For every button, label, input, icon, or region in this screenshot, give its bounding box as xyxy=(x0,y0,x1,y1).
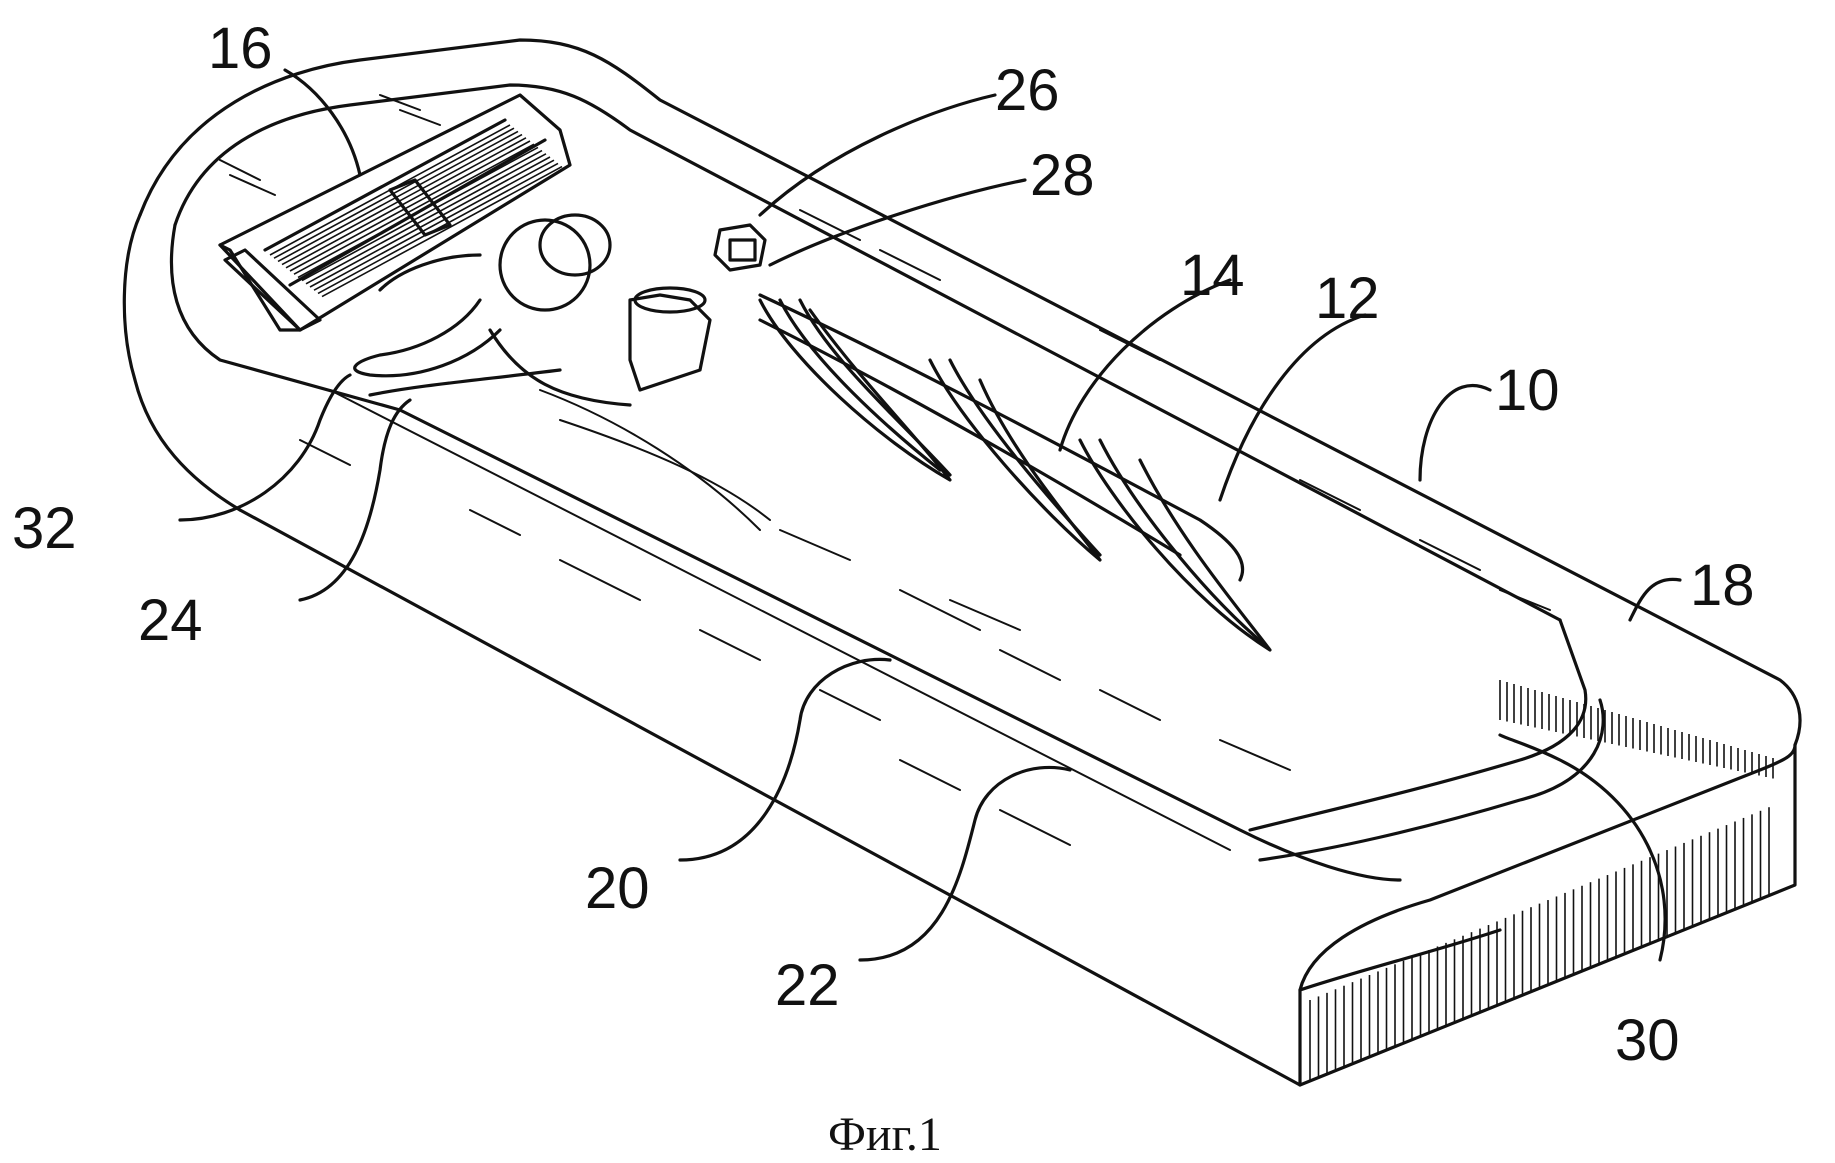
figure-caption: Фиг.1 xyxy=(828,1108,942,1161)
label-30: 30 xyxy=(1615,1008,1680,1073)
label-22: 22 xyxy=(775,953,840,1018)
label-24: 24 xyxy=(138,588,203,653)
label-12: 12 xyxy=(1315,266,1380,331)
reference-labels: 16 26 28 14 12 10 18 32 24 20 22 30 xyxy=(12,16,1755,1073)
blade-line xyxy=(322,167,562,297)
blade-line xyxy=(302,151,542,281)
blade-line xyxy=(286,138,526,268)
label-14: 14 xyxy=(1180,243,1245,308)
label-20: 20 xyxy=(585,856,650,921)
label-32: 32 xyxy=(12,496,77,561)
label-16: 16 xyxy=(208,16,273,81)
label-28: 28 xyxy=(1030,143,1095,208)
label-26: 26 xyxy=(995,58,1060,123)
razor-handle xyxy=(355,215,1270,680)
label-10: 10 xyxy=(1495,358,1560,423)
blade-line xyxy=(290,141,530,271)
label-18: 18 xyxy=(1690,553,1755,618)
razor-cartridge xyxy=(220,95,570,330)
blade-line xyxy=(310,157,550,287)
